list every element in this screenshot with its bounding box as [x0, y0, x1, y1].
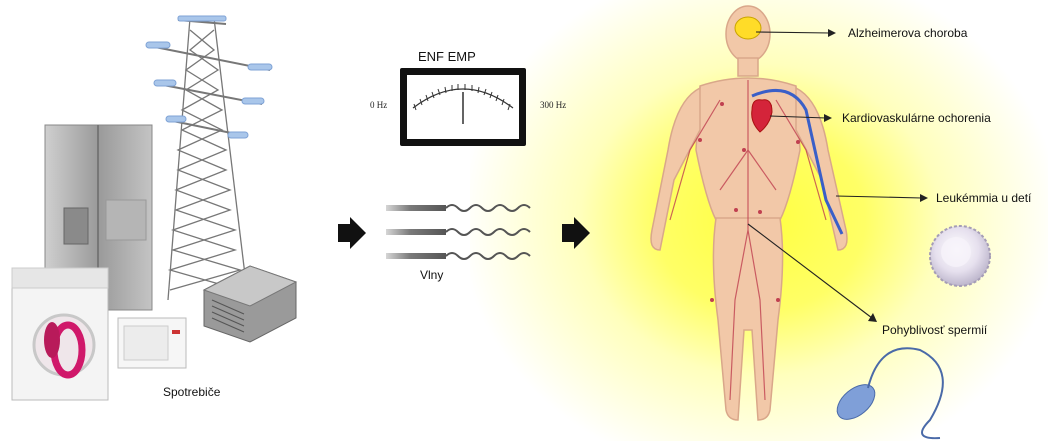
microwave-icon	[118, 318, 186, 368]
washing-machine-icon	[12, 268, 108, 400]
human-body-figure	[651, 6, 847, 420]
meter-title: ENF EMP	[418, 49, 476, 64]
waves-icon	[386, 205, 530, 259]
sperm-cell-icon	[831, 348, 943, 438]
effect-label-sperm: Pohyblivosť spermií	[882, 323, 987, 337]
arrow-right-icon-2	[562, 217, 590, 249]
meter-max-label: 300 Hz	[540, 100, 566, 110]
meter-min-label: 0 Hz	[370, 100, 387, 110]
enf-emp-meter	[400, 68, 526, 146]
appliances-label: Spotrebiče	[163, 385, 220, 399]
leukemia-cell-icon	[930, 226, 990, 286]
effect-label-leukemia: Leukémmia u detí	[936, 191, 1031, 205]
arrow-right-icon	[338, 217, 366, 249]
power-pylon-icon	[150, 18, 270, 300]
effect-label-alzheimer: Alzheimerova choroba	[848, 26, 967, 40]
pointer-arrowheads	[824, 29, 928, 322]
ac-unit-icon	[204, 266, 296, 342]
brain-icon	[735, 17, 761, 39]
effect-label-cardio: Kardiovaskulárne ochorenia	[842, 111, 991, 125]
waves-label: Vlny	[420, 268, 443, 282]
